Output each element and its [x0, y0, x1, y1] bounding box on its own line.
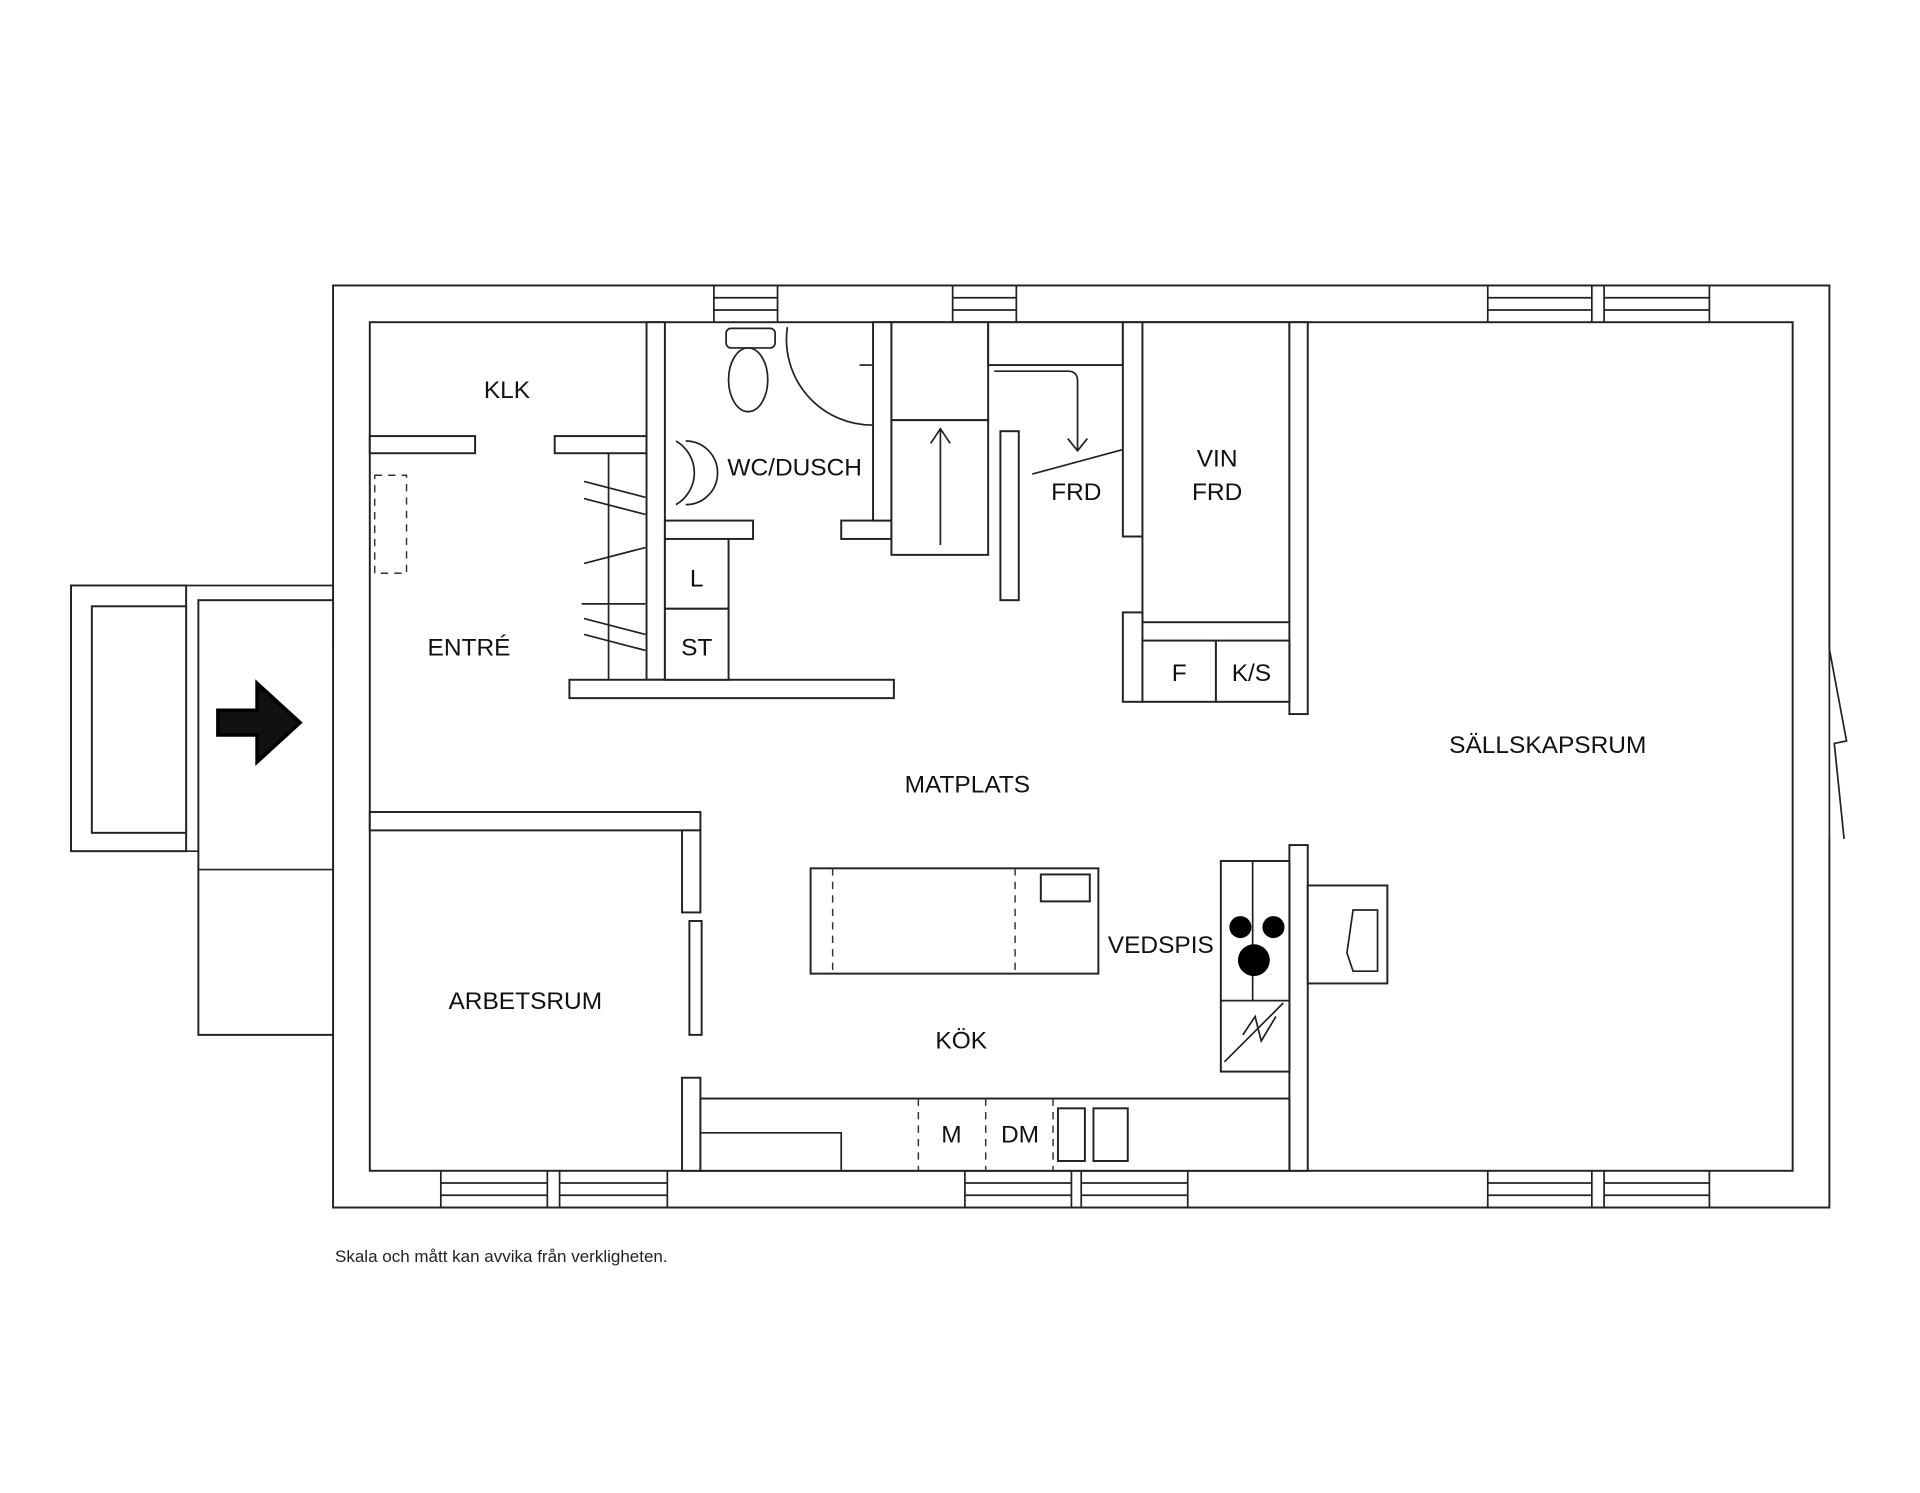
room-label-wc: WC/DUSCH — [727, 454, 862, 481]
label-dishwasher: DM — [1001, 1122, 1039, 1149]
room-label-storage: ST — [681, 634, 712, 661]
room-label-arbetsrum: ARBETSRUM — [448, 988, 602, 1015]
interior-walls — [368, 321, 1309, 1172]
kitchen-island — [809, 867, 1100, 975]
stove-burners — [1229, 916, 1285, 977]
room-label-frd: FRD — [1051, 479, 1101, 506]
room-label-vin-frd: FRD — [1192, 479, 1242, 506]
room-label-entre: ENTRÉ — [428, 634, 511, 661]
entry-arrow-icon — [216, 679, 303, 766]
exterior-walls — [332, 284, 1831, 1209]
disclaimer-text: Skala och mått kan avvika från verklighe… — [335, 1247, 668, 1266]
bathroom-fixtures — [675, 326, 874, 506]
label-freezer: F — [1172, 660, 1187, 687]
wardrobe — [373, 453, 646, 680]
room-label-laundry: L — [690, 566, 704, 593]
room-label-matplats: MATPLATS — [905, 771, 1031, 798]
cabinets — [663, 537, 1291, 1172]
room-label-vin: VIN — [1197, 446, 1238, 473]
fireplace — [1306, 884, 1389, 985]
label-microwave: M — [941, 1122, 961, 1149]
room-label-klk: KLK — [484, 377, 531, 404]
label-fridge: K/S — [1232, 660, 1271, 687]
room-label-kok: KÖK — [935, 1027, 987, 1054]
windows — [439, 285, 1711, 1208]
porch — [70, 584, 335, 1036]
room-label-sallskapsrum: SÄLLSKAPSRUM — [1449, 732, 1646, 759]
label-vedspis: VEDSPIS — [1108, 932, 1214, 959]
